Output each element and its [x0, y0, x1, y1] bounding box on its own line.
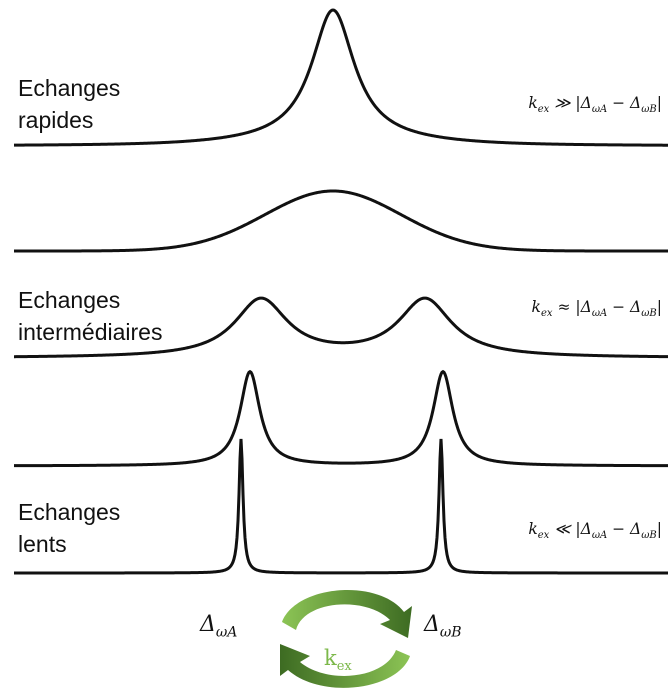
exchange-rate-label: kex: [324, 646, 352, 675]
label-line: lents: [18, 531, 67, 557]
label-line: intermédiaires: [18, 319, 163, 345]
spectrum-fast-exchange: [13, 8, 668, 147]
peak-label-b: ΔωB: [424, 612, 462, 641]
spectrum-broadened-doublet: [14, 369, 668, 468]
exchange-arrow-bottom: [280, 644, 410, 688]
label-fast-exchange: Echanges rapides: [18, 72, 120, 136]
peak-label-a: ΔωA: [200, 612, 238, 641]
label-line: Echanges: [18, 499, 121, 525]
label-slow-exchange: Echanges lents: [18, 496, 120, 560]
condition-fast: kex ≫ |ΔωA − ΔωB|: [528, 94, 662, 116]
label-line: rapides: [18, 107, 94, 133]
label-line: Echanges: [18, 75, 121, 101]
condition-slow: kex ≪ |ΔωA − ΔωB|: [528, 520, 662, 542]
spectrum-intermediate-exchange: [13, 296, 668, 359]
spectrum-coalescence: [14, 189, 668, 253]
exchange-arrow-top: [282, 589, 412, 638]
label-intermediate-exchange: Echanges intermédiaires: [18, 284, 162, 348]
label-line: Echanges: [18, 287, 121, 313]
exchange-cycle-icon: [280, 589, 412, 688]
spectrum-slow-exchange: [14, 438, 668, 575]
condition-intermediate: kex ≈ |ΔωA − ΔωB|: [531, 298, 662, 320]
